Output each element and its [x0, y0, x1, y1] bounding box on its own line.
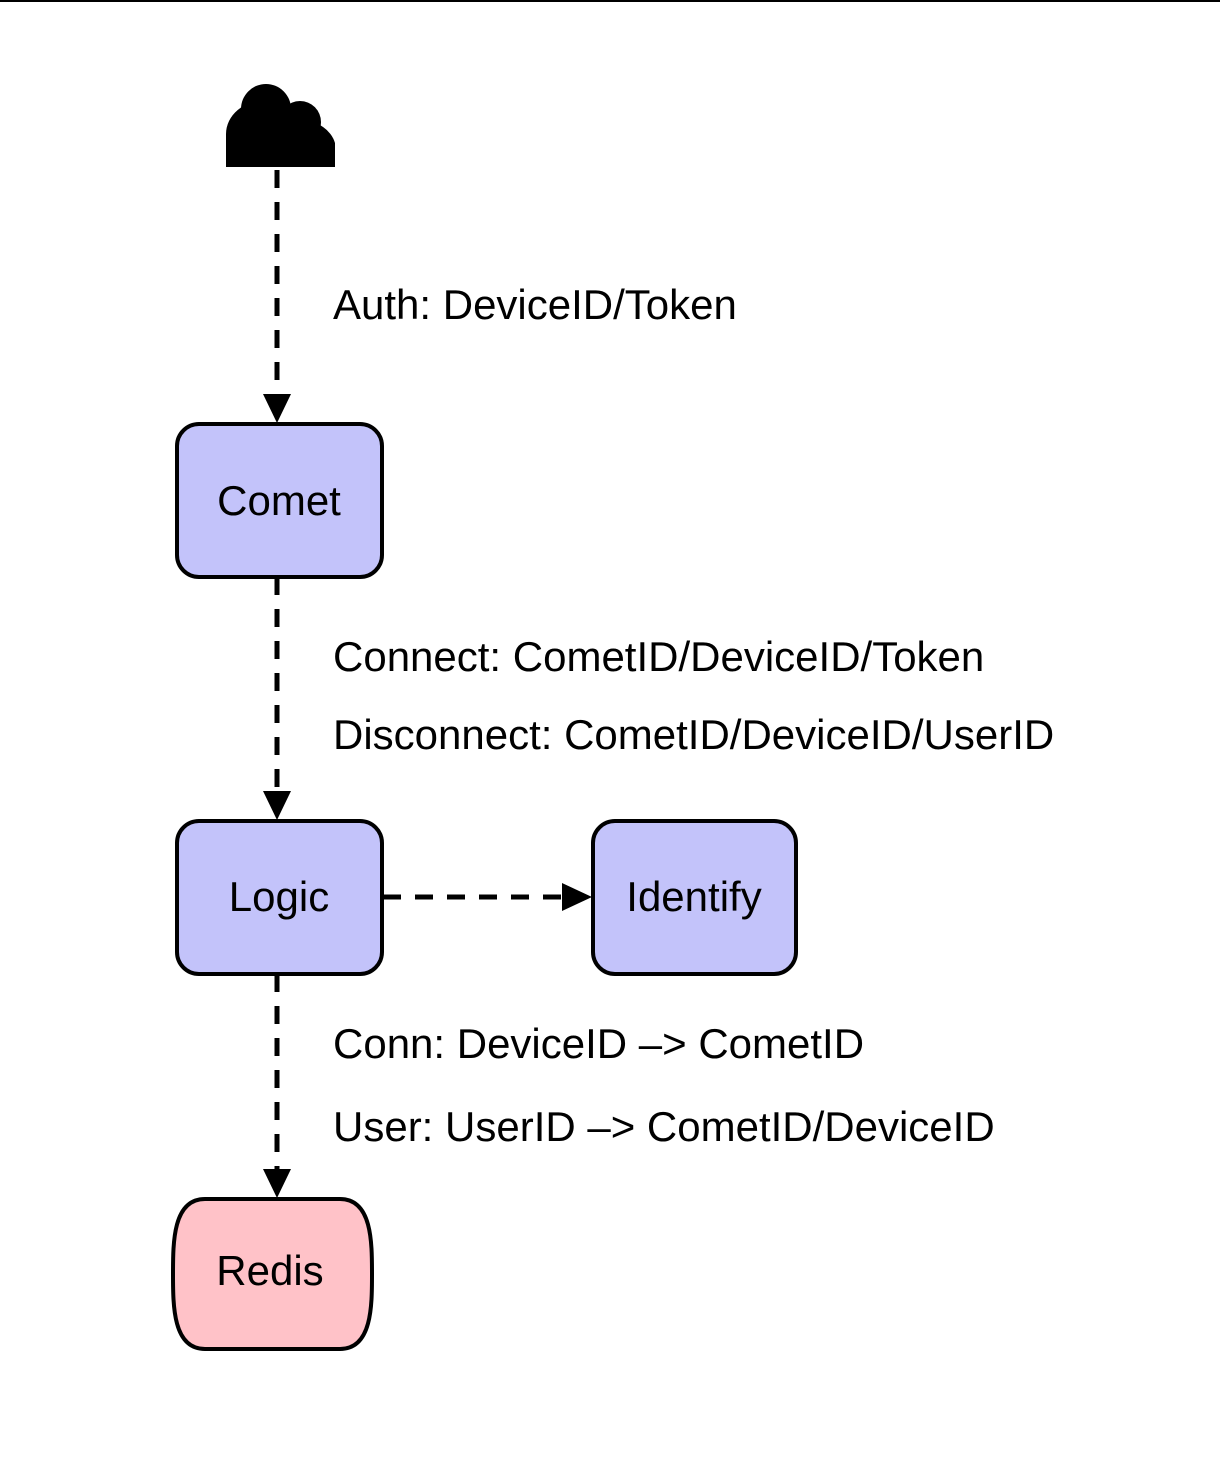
node-comet[interactable]: Comet	[175, 422, 384, 579]
node-identify[interactable]: Identify	[591, 819, 798, 976]
node-label-redis: Redis	[216, 1247, 323, 1294]
node-label-identify: Identify	[626, 873, 761, 920]
node-redis[interactable]: Redis	[170, 1197, 375, 1351]
edge-label-auth: Auth: DeviceID/Token	[333, 281, 737, 328]
edge-label-conn-map: Conn: DeviceID –> CometID	[333, 1020, 864, 1067]
node-label-comet: Comet	[217, 477, 341, 524]
edge-label-disconnect: Disconnect: CometID/DeviceID/UserID	[333, 711, 1054, 758]
users-icon	[226, 84, 335, 167]
edge-comet-to-logic	[263, 577, 291, 820]
node-label-logic: Logic	[229, 873, 329, 920]
edge-logic-to-redis	[263, 974, 291, 1198]
edge-label-connect: Connect: CometID/DeviceID/Token	[333, 633, 984, 680]
edge-label-user-map: User: UserID –> CometID/DeviceID	[333, 1103, 995, 1150]
node-logic[interactable]: Logic	[175, 819, 384, 976]
edge-logic-to-identify	[383, 883, 592, 911]
edge-users-to-comet	[263, 170, 291, 423]
